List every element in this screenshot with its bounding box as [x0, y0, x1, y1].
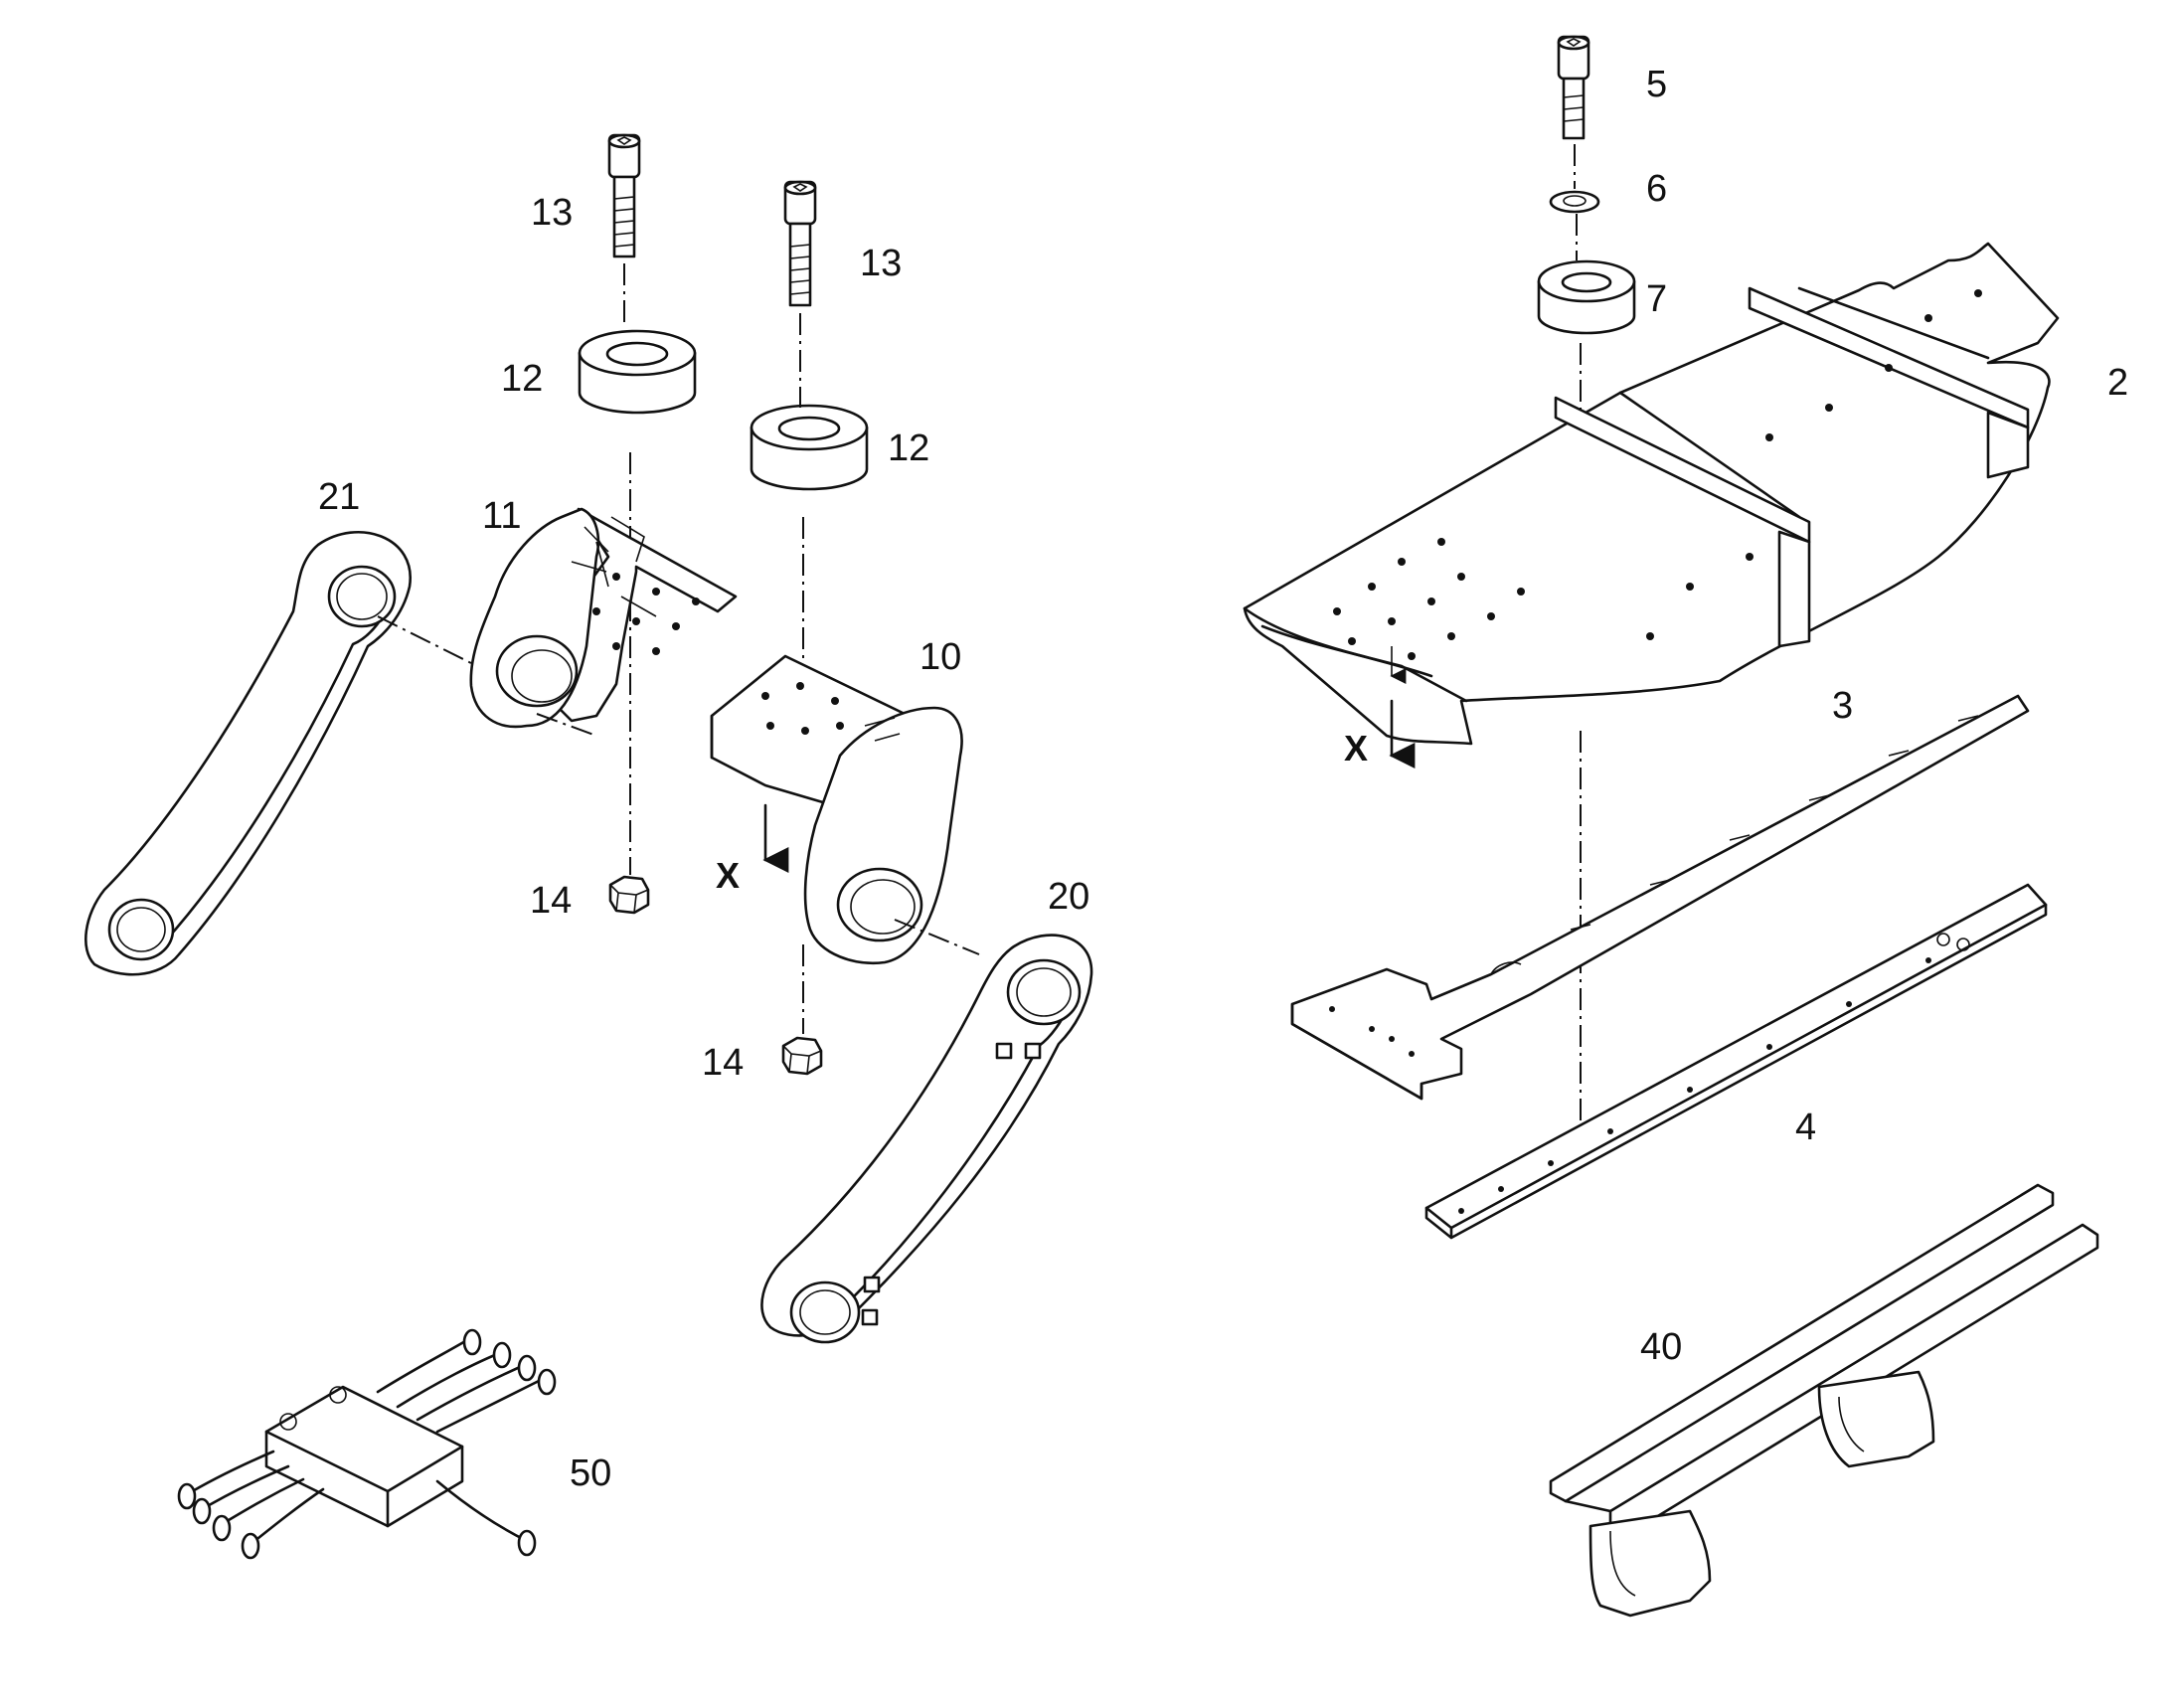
- spacer-12-right: [750, 404, 869, 491]
- label-21: 21: [318, 476, 360, 518]
- bolt-13-left: [607, 133, 641, 258]
- label-40: 40: [1640, 1326, 1682, 1368]
- housing-2: [1243, 242, 2060, 746]
- view-marker-x-middle-text: X: [716, 855, 740, 896]
- plate-3: [1290, 694, 2030, 1101]
- label-2: 2: [2107, 362, 2128, 404]
- spacer-7: [1537, 259, 1636, 335]
- label-13-left: 13: [531, 192, 573, 234]
- bracket-10: [710, 654, 963, 965]
- label-10: 10: [919, 636, 961, 678]
- spacer-12-left: [578, 329, 697, 415]
- label-5: 5: [1646, 64, 1667, 105]
- hose-manifold-50: [177, 1328, 557, 1560]
- nut-14-left: [608, 875, 650, 915]
- label-20: 20: [1048, 876, 1089, 918]
- label-14-right: 14: [702, 1042, 744, 1084]
- arm-20: [760, 934, 1093, 1344]
- label-7: 7: [1646, 278, 1667, 320]
- label-4: 4: [1795, 1107, 1816, 1148]
- bolt-5: [1557, 35, 1590, 140]
- bar-4: [1424, 883, 2048, 1240]
- nut-14-right: [781, 1036, 823, 1076]
- view-marker-x-right: X: [1344, 646, 1416, 769]
- arm-21: [84, 530, 412, 976]
- washer-6: [1549, 190, 1600, 214]
- bracket-11: [469, 507, 738, 729]
- label-3: 3: [1832, 685, 1853, 727]
- label-50: 50: [570, 1452, 611, 1494]
- view-marker-x-right-text: X: [1344, 728, 1368, 769]
- label-11: 11: [482, 495, 521, 537]
- rail-40: [1549, 1183, 2099, 1618]
- label-12-left: 12: [501, 358, 543, 400]
- label-13-right: 13: [860, 243, 902, 284]
- bolt-13-right: [783, 180, 817, 307]
- label-12-right: 12: [888, 427, 929, 469]
- callout-labels: 2 3 4 5 6 7 10 11 12 12 13 13 14 14 20 2…: [318, 64, 2128, 1494]
- label-14-left: 14: [530, 880, 572, 922]
- label-6: 6: [1646, 168, 1667, 210]
- view-marker-x-middle: X: [716, 803, 789, 896]
